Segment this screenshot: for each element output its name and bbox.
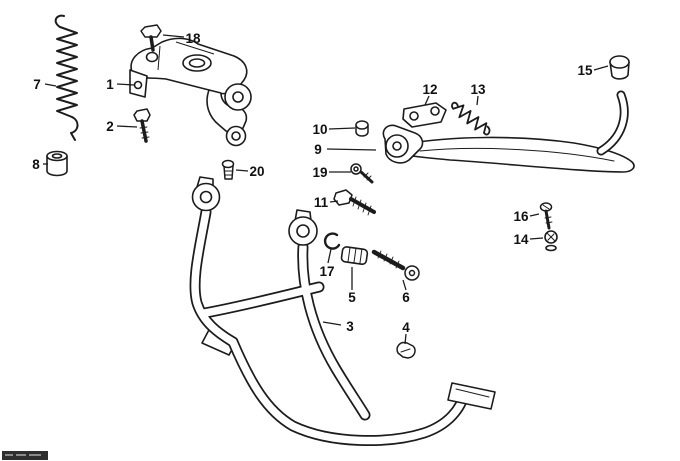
part-label-10: 10 bbox=[312, 122, 327, 137]
part-4-clip bbox=[396, 341, 416, 359]
part-label-2: 2 bbox=[106, 119, 114, 134]
part-label-18: 18 bbox=[185, 31, 201, 46]
part-9-side-stand bbox=[382, 90, 635, 173]
part-label-19: 19 bbox=[312, 165, 327, 180]
part-20-bolt bbox=[221, 159, 235, 180]
leader-lines bbox=[43, 34, 609, 345]
leader-line-12 bbox=[424, 95, 430, 106]
leader-line-11 bbox=[329, 200, 339, 203]
part-1-mounting-bracket bbox=[129, 37, 252, 147]
leader-line-6 bbox=[402, 279, 407, 291]
part-14-washer bbox=[544, 230, 558, 252]
part-label-12: 12 bbox=[422, 82, 437, 97]
part-labels: 1 2 3 4 5 6 7 8 9 10 11 12 13 14 15 16 1… bbox=[32, 31, 593, 335]
part-label-14: 14 bbox=[513, 232, 529, 247]
leader-line-4 bbox=[404, 333, 407, 345]
part-label-4: 4 bbox=[402, 320, 410, 335]
leader-line-2 bbox=[116, 125, 138, 128]
part-label-8: 8 bbox=[32, 157, 40, 172]
part-label-1: 1 bbox=[106, 77, 114, 92]
part-label-7: 7 bbox=[33, 77, 41, 92]
leader-line-14 bbox=[529, 237, 544, 240]
watermark bbox=[2, 451, 48, 460]
part-11-bolt bbox=[333, 189, 376, 216]
leader-line-16 bbox=[529, 213, 540, 217]
part-12-bracket-plate bbox=[402, 102, 447, 128]
part-label-13: 13 bbox=[470, 82, 486, 97]
leader-line-15 bbox=[593, 65, 609, 71]
leader-line-10 bbox=[328, 127, 356, 130]
part-17-snap-ring bbox=[323, 232, 341, 250]
part-label-6: 6 bbox=[402, 290, 410, 305]
part-5-bushing bbox=[340, 246, 369, 266]
leader-line-18 bbox=[162, 34, 185, 38]
leader-line-13 bbox=[476, 95, 479, 106]
leader-line-3 bbox=[322, 321, 342, 326]
part-2-bolt bbox=[133, 108, 151, 143]
leader-line-9 bbox=[326, 148, 377, 151]
leader-line-20 bbox=[235, 169, 249, 172]
part-7-tension-spring bbox=[54, 14, 79, 141]
part-18-bolt bbox=[140, 24, 162, 52]
leader-line-7 bbox=[44, 83, 57, 87]
part-19-screw-washer bbox=[350, 163, 374, 184]
part-label-15: 15 bbox=[577, 63, 593, 78]
leader-line-1 bbox=[116, 83, 135, 86]
part-label-17: 17 bbox=[319, 264, 334, 279]
leader-line-17 bbox=[327, 248, 332, 264]
part-label-11: 11 bbox=[314, 195, 329, 210]
part-label-9: 9 bbox=[314, 142, 322, 157]
part-label-20: 20 bbox=[249, 164, 264, 179]
part-label-5: 5 bbox=[348, 290, 356, 305]
part-label-3: 3 bbox=[346, 319, 354, 334]
part-15-cap bbox=[609, 55, 630, 80]
part-3-center-stand bbox=[189, 176, 496, 447]
part-13-spring bbox=[451, 101, 491, 136]
part-6-bolt bbox=[371, 249, 420, 281]
part-10-nut bbox=[355, 120, 369, 137]
part-8-sleeve bbox=[46, 150, 68, 177]
part-label-16: 16 bbox=[513, 209, 529, 224]
part-16-screw bbox=[539, 202, 553, 230]
